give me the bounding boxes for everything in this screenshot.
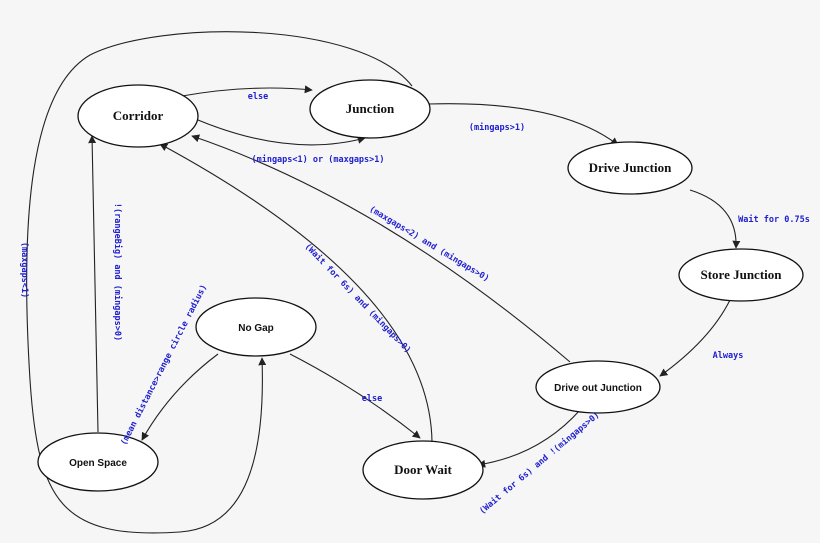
- edge-drive-out-to-corridor: [191, 134, 571, 363]
- state-label: Junction: [346, 101, 395, 116]
- state-label: No Gap: [238, 323, 274, 334]
- state-junction[interactable]: Junction: [309, 79, 431, 139]
- state-drive-out-junction[interactable]: Drive out Junction: [535, 360, 661, 414]
- edge-corridor-to-junction: [181, 85, 313, 97]
- edge-junction-loop-to-no-gap: [26, 31, 413, 534]
- edge-label-drive-to-store: Wait for 0.75s: [738, 214, 810, 225]
- state-label: Corridor: [113, 108, 164, 123]
- edge-drive-out-to-door-wait: [477, 409, 581, 468]
- state-store-junction[interactable]: Store Junction: [678, 248, 804, 302]
- edge-label-store-to-drive-out: Always: [713, 351, 744, 361]
- state-label: Open Space: [69, 458, 127, 469]
- state-label: Drive Junction: [589, 160, 672, 175]
- state-label: Store Junction: [700, 267, 782, 282]
- state-label: Door Wait: [394, 462, 452, 477]
- state-drive-junction[interactable]: Drive Junction: [567, 141, 693, 195]
- edge-no-gap-to-door-wait: [289, 353, 421, 439]
- edge-label-corridor-to-junction: else: [248, 92, 268, 102]
- edge-label-junction-to-drive-junction: (mingaps>1): [469, 122, 525, 133]
- state-label: Drive out Junction: [554, 383, 642, 394]
- edge-label-no-gap-to-open-space: (mean distance>range circle radius): [118, 283, 209, 448]
- state-corridor[interactable]: Corridor: [77, 84, 199, 148]
- edge-open-space-to-corridor: [88, 135, 99, 433]
- state-open-space[interactable]: Open Space: [37, 432, 159, 492]
- edge-label-door-wait-to-corridor: (Wait for 6s) and (mingaps>0): [302, 241, 413, 355]
- edge-label-junction-to-corridor: (mingaps<1) or (maxgaps>1): [251, 154, 384, 165]
- edge-no-gap-to-open-space: [141, 353, 219, 441]
- edge-label-junction-loop-to-no-gap: (maxgaps<1): [19, 242, 29, 298]
- state-door-wait[interactable]: Door Wait: [362, 440, 484, 500]
- edge-store-to-drive-out: [659, 299, 731, 377]
- edge-label-drive-out-to-door-wait: (Wait for 6s) and !(mingaps>0): [477, 410, 602, 517]
- state-no-gap[interactable]: No Gap: [195, 297, 317, 357]
- edge-label-open-space-to-corridor: !(rangeBig) and (mingaps>0): [112, 203, 123, 341]
- edge-door-wait-to-corridor: [159, 143, 433, 443]
- edge-label-no-gap-to-door-wait: else: [362, 394, 382, 404]
- edge-junction-to-corridor: [197, 119, 366, 146]
- edge-label-drive-out-to-corridor: (maxgaps<2) and (mingaps>0): [367, 204, 491, 285]
- edge-junction-to-drive-junction: [427, 103, 619, 146]
- edge-drive-to-store: [689, 189, 741, 249]
